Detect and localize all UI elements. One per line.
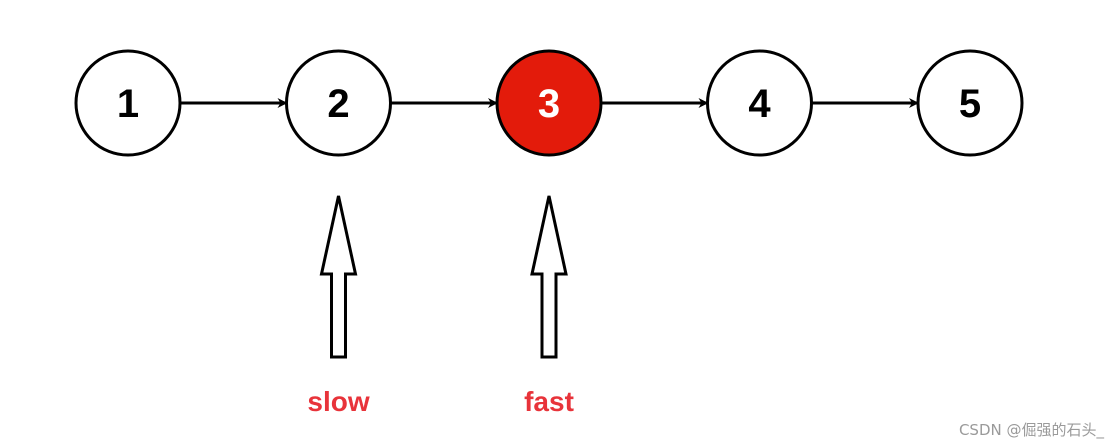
fast-pointer-arrow (530, 195, 568, 359)
node-circle (285, 49, 392, 157)
slow-pointer-label: slow (307, 386, 369, 417)
node-label: 5 (959, 82, 981, 126)
list-node-3: 3 (495, 49, 603, 157)
nodes-layer: 1 2 3 4 5 (74, 49, 1024, 157)
list-node-5: 5 (916, 49, 1024, 157)
fast-pointer-label: fast (524, 386, 574, 417)
node-label: 1 (117, 82, 139, 126)
pointers-layer: slow fast (307, 195, 574, 417)
slow-pointer-arrow (319, 195, 358, 359)
node-circle (706, 49, 813, 157)
node-label: 2 (327, 82, 349, 126)
list-node-2: 2 (285, 49, 392, 157)
watermark: CSDN @倔强的石头_ (958, 421, 1104, 439)
node-circle (495, 49, 603, 157)
node-circle (74, 49, 182, 157)
node-label: 4 (748, 82, 771, 126)
node-label: 3 (538, 82, 560, 126)
list-node-1: 1 (74, 49, 182, 157)
list-node-4: 4 (706, 49, 813, 157)
node-circle (916, 49, 1024, 157)
